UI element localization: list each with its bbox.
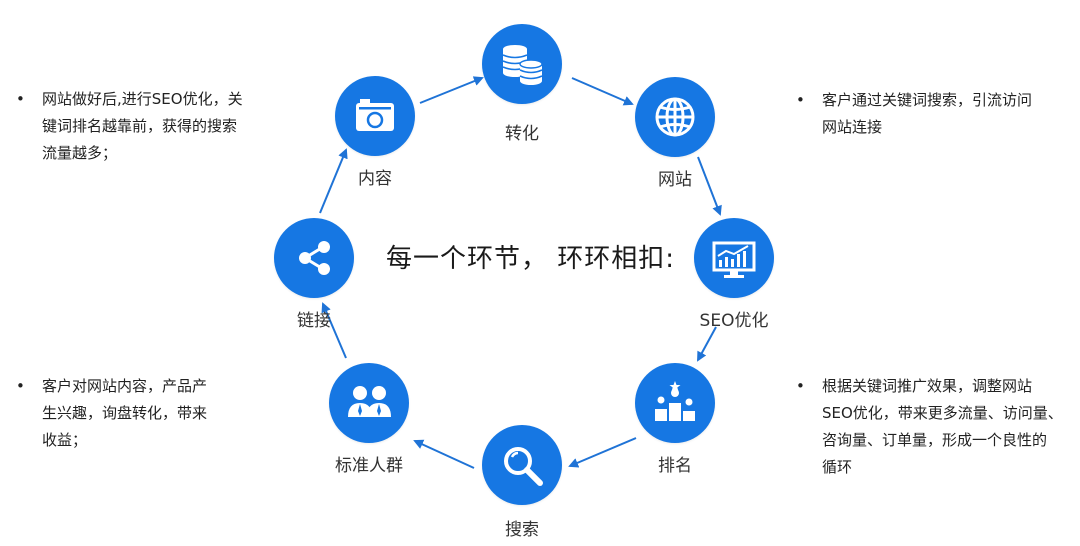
note-top-right: • 客户通过关键词搜索，引流访问 网站连接 [796,87,1033,141]
note-line: 客户通过关键词搜索，引流访问 [822,91,1033,109]
note-line: 客户对网站内容，产品产 [42,377,208,395]
globe-icon [635,77,715,157]
arrow-content-to-conversion [419,76,484,104]
arrow-link-to-content [319,148,348,214]
arrow-ranking-to-search [568,437,637,468]
share-link-icon [274,218,354,298]
bullet: • [796,91,805,109]
arrow-search-to-audience [413,439,475,469]
note-line: 咨询量、订单量，形成一个良性的 [822,431,1048,449]
coin-stack-icon [482,24,562,104]
node-label: 网站 [658,170,692,190]
arrow-seo-to-ranking [697,326,717,362]
arrow-website-to-seo [697,156,722,216]
bullet: • [796,377,805,395]
monitor-chart-icon [694,218,774,298]
people-group-icon [329,363,409,443]
note-bottom-right: • 根据关键词推广效果，调整网站 SEO优化，带来更多流量、访问量、 咨询量、订… [796,373,1063,481]
note-line: 网站连接 [822,118,883,136]
note-line: 键词排名越靠前，获得的搜索 [42,117,238,135]
center-title: 每一个环节， 环环相扣: [386,244,676,274]
podium-ranking-icon [635,363,715,443]
node-label: 转化 [505,124,539,144]
camera-icon [335,76,415,156]
node-label: SEO优化 [699,311,769,331]
node-label: 标准人群 [335,456,403,476]
note-top-left: • 网站做好后,进行SEO优化，关 键词排名越靠前，获得的搜索 流量越多； [16,86,243,167]
node-label: 链接 [297,311,331,331]
note-line: 循环 [822,458,853,476]
node-label: 排名 [658,456,692,476]
note-line: 根据关键词推广效果，调整网站 [822,377,1033,395]
bullet: • [16,377,25,395]
note-line: 网站做好后,进行SEO优化，关 [42,90,243,108]
arrow-conversion-to-website [571,77,634,106]
magnifier-icon [482,425,562,505]
arrow-audience-to-link [321,302,347,359]
note-line: SEO优化，带来更多流量、访问量、 [822,404,1063,422]
note-line: 收益； [42,431,88,449]
note-bottom-left: • 客户对网站内容，产品产 生兴趣，询盘转化，带来 收益； [16,373,208,454]
bullet: • [16,90,25,108]
note-line: 流量越多； [42,144,118,162]
node-label: 内容 [358,169,392,189]
note-line: 生兴趣，询盘转化，带来 [42,404,208,422]
node-label: 搜索 [505,520,539,540]
